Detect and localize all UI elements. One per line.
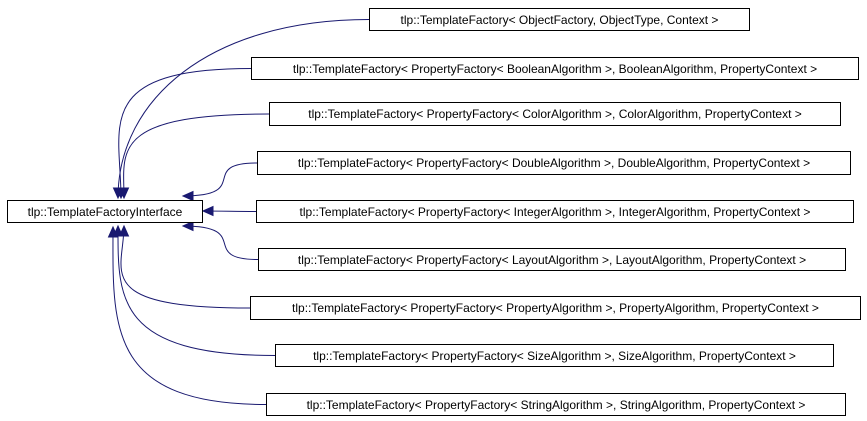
inheritance-arrowhead: [201, 205, 214, 217]
inheritance-edge: [182, 162, 258, 197]
derived-class-node[interactable]: tlp::TemplateFactory< PropertyFactory< S…: [266, 393, 846, 416]
derived-class-node[interactable]: tlp::TemplateFactory< PropertyFactory< P…: [250, 296, 861, 320]
inheritance-edge: [118, 68, 252, 199]
derived-class-node[interactable]: tlp::TemplateFactory< PropertyFactory< C…: [269, 102, 841, 126]
inheritance-edge: [117, 225, 276, 356]
derived-class-node[interactable]: tlp::TemplateFactory< PropertyFactory< L…: [258, 248, 846, 271]
inheritance-edge: [123, 113, 270, 199]
inheritance-edge: [112, 226, 267, 405]
inheritance-arrowhead: [118, 187, 130, 200]
derived-class-node[interactable]: tlp::TemplateFactory< PropertyFactory< D…: [257, 151, 851, 175]
base-class-node[interactable]: tlp::TemplateFactoryInterface: [7, 200, 203, 223]
inheritance-edge: [120, 225, 251, 309]
inheritance-arrowhead: [181, 220, 194, 232]
derived-class-node[interactable]: tlp::TemplateFactory< PropertyFactory< B…: [251, 57, 859, 80]
inheritance-arrowhead: [107, 225, 119, 238]
derived-class-node[interactable]: tlp::TemplateFactory< PropertyFactory< I…: [256, 200, 854, 223]
inheritance-edge: [117, 19, 370, 199]
inheritance-arrowhead: [181, 190, 194, 202]
derived-class-node[interactable]: tlp::TemplateFactory< PropertyFactory< S…: [275, 344, 834, 367]
derived-class-node[interactable]: tlp::TemplateFactory< ObjectFactory, Obj…: [369, 8, 750, 31]
inheritance-edge: [182, 225, 259, 260]
